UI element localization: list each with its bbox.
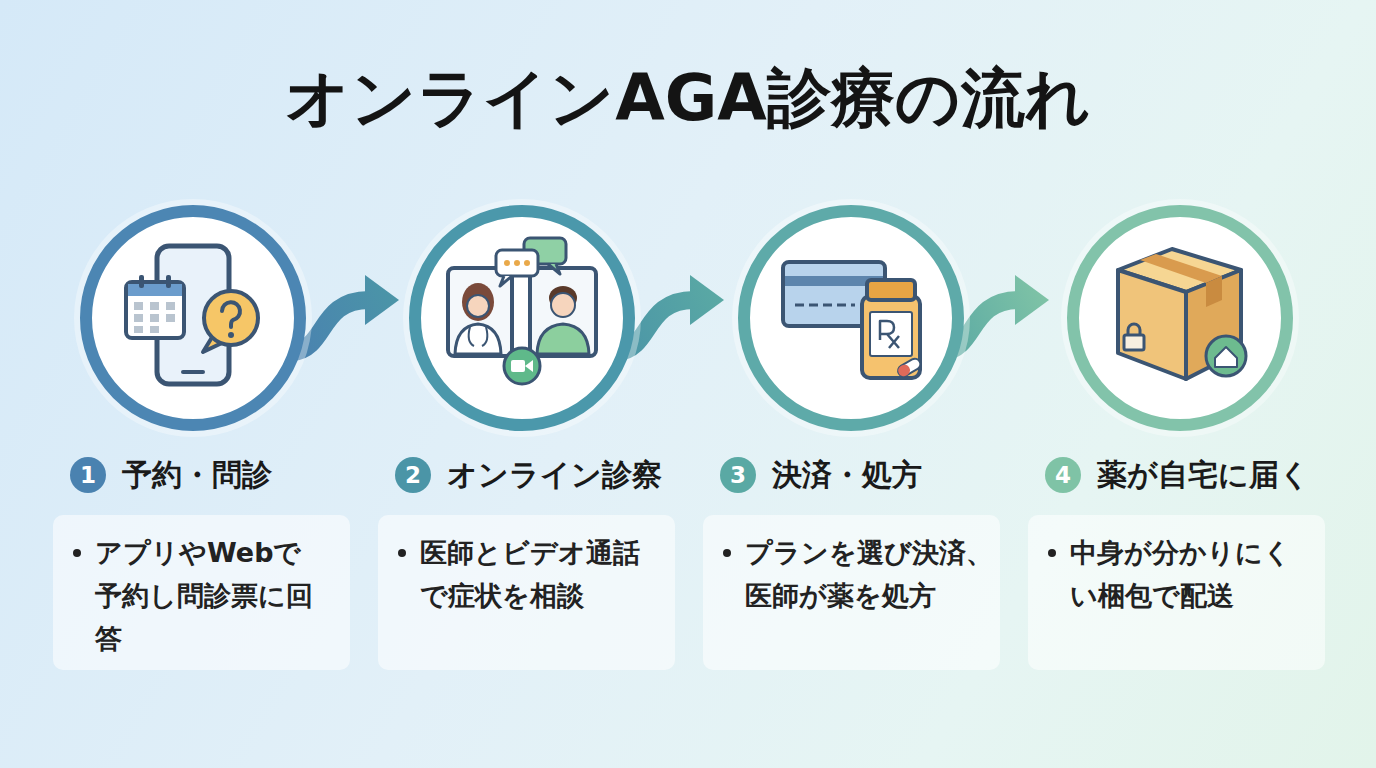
calendar-icon <box>150 326 159 333</box>
step-circle <box>1073 211 1287 425</box>
medicine-bottle <box>862 280 922 378</box>
step-circle <box>415 211 629 425</box>
step-circle <box>1061 199 1299 437</box>
step-circle <box>74 199 312 437</box>
calendar-icon <box>126 275 184 338</box>
step-description: 医師とビデオ通話で症状を相談 <box>420 531 650 617</box>
arrow-head <box>365 275 399 325</box>
step-heading: 薬が自宅に届く <box>1097 455 1310 495</box>
calendar-icon <box>166 302 175 310</box>
step-circle <box>86 211 300 425</box>
doctor-panel <box>455 324 501 354</box>
lock-icon <box>1124 335 1144 350</box>
diagram-title: オンラインAGA診療の流れ <box>0 58 1376 138</box>
step-description: アプリやWebで予約し問診票に回答 <box>95 531 325 660</box>
medicine-bottle <box>880 321 899 348</box>
house-icon <box>1206 336 1246 376</box>
step-heading: オンライン診察 <box>447 455 662 495</box>
patient-panel <box>530 268 596 356</box>
medicine-bottle <box>867 280 915 300</box>
step-card: 中身が分かりにくい梱包で配送 <box>1028 515 1325 670</box>
doctor-panel <box>448 268 512 356</box>
step-heading: 予約・問診 <box>122 455 272 495</box>
step-number-badge: 4 <box>1045 457 1081 493</box>
chat-bubbles <box>514 260 520 266</box>
step-card: プランを選び決済、医師が薬を処方 <box>703 515 1000 670</box>
medicine-bottle <box>870 312 912 356</box>
step-number-badge: 2 <box>395 457 431 493</box>
step-node: 医師とビデオ通話で症状を相談 オンライン診察 2 <box>378 200 675 670</box>
calendar-icon <box>166 314 175 322</box>
step-description: プランを選び決済、医師が薬を処方 <box>745 531 993 617</box>
question-bubble <box>222 302 240 327</box>
question-bubble <box>204 291 258 345</box>
calendar-icon <box>134 326 143 333</box>
video-icon <box>504 348 540 384</box>
step-heading: 決済・処方 <box>772 455 922 495</box>
step-circle <box>744 211 958 425</box>
callout-number: 1 <box>80 462 96 488</box>
step-number-badge: 3 <box>720 457 756 493</box>
doctor-panel <box>462 283 494 321</box>
video-icon <box>504 348 540 384</box>
calendar-icon <box>139 275 144 288</box>
doctor-panel <box>448 268 512 356</box>
doctor-panel <box>469 327 488 346</box>
video-icon <box>525 360 533 372</box>
house-icon <box>1206 336 1246 376</box>
step-description: 中身が分かりにくい梱包で配送 <box>1070 531 1300 617</box>
medicine-bottle <box>896 363 912 379</box>
callout-number: 3 <box>730 462 746 488</box>
chat-bubbles <box>548 264 560 274</box>
video-icon <box>511 360 525 372</box>
step-circle <box>403 199 641 437</box>
patient-panel <box>551 293 575 317</box>
credit-card-icon <box>795 304 855 307</box>
arrow-head <box>690 275 724 325</box>
step-node: アプリやWebで予約し問診票に回答 予約・問診 1 <box>53 200 350 670</box>
parcel-box <box>1118 249 1241 379</box>
parcel-box <box>1140 254 1222 283</box>
calendar-icon <box>150 302 159 310</box>
chat-bubbles <box>524 260 530 266</box>
question-bubble <box>203 291 258 352</box>
step-node: プランを選び決済、医師が薬を処方 決済・処方 3 <box>703 200 1000 670</box>
parcel-box <box>1206 276 1222 307</box>
step-node: 中身が分かりにくい梱包で配送 薬が自宅に届く 4 <box>1028 200 1325 670</box>
calendar-icon <box>150 314 159 322</box>
step-circle <box>732 199 970 437</box>
parcel-box <box>1118 270 1186 379</box>
medicine-bottle <box>896 357 922 379</box>
house-icon <box>1215 347 1237 367</box>
step-card: アプリやWebで予約し問診票に回答 <box>53 515 350 670</box>
patient-panel <box>530 268 596 356</box>
chat-bubbles <box>496 238 566 286</box>
calendar-icon <box>128 284 182 296</box>
calendar-icon <box>134 302 143 310</box>
calendar-icon <box>126 282 184 338</box>
step-card: 医師とビデオ通話で症状を相談 <box>378 515 675 670</box>
lock-icon <box>1124 324 1144 350</box>
calendar-icon <box>166 275 171 288</box>
callout-number: 2 <box>405 462 421 488</box>
callout-number: 4 <box>1055 462 1071 488</box>
step-circle <box>74 199 1299 437</box>
chat-bubbles <box>496 250 538 276</box>
calendar-icon <box>134 314 143 322</box>
step-number-badge: 1 <box>70 457 106 493</box>
question-bubble <box>228 332 234 338</box>
arrow-head <box>1015 275 1049 325</box>
chat-bubbles <box>504 260 510 266</box>
chat-bubbles <box>500 276 512 286</box>
phone-icon <box>183 370 203 374</box>
doctor-panel <box>467 295 489 317</box>
patient-panel <box>537 324 589 354</box>
